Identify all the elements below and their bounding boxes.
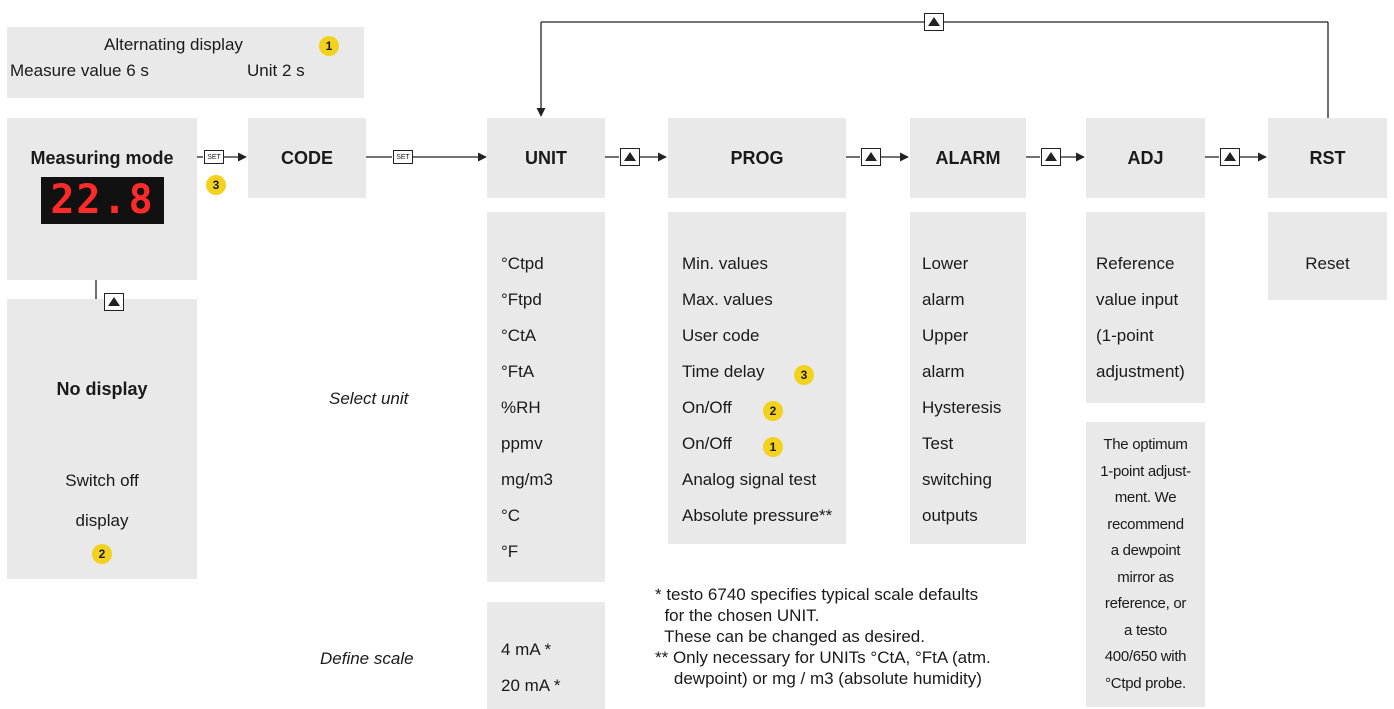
unit-duration-label: Unit 2 s xyxy=(247,61,305,80)
alarm-menu[interactable]: ALARM xyxy=(910,118,1026,198)
adj-note-line: a testo xyxy=(1124,621,1167,639)
alarm-option[interactable]: alarm xyxy=(922,290,965,309)
unit-option[interactable]: °C xyxy=(501,506,521,525)
unit-option[interactable]: %RH xyxy=(501,398,541,417)
up-key-icon xyxy=(861,148,881,166)
adj-note-line: a dewpoint xyxy=(1110,542,1181,559)
prog-option[interactable]: Min. values xyxy=(682,254,768,273)
adj-note-line: 1-point adjust- xyxy=(1100,462,1191,480)
adj-note-line: °Ctpd probe. xyxy=(1105,674,1186,692)
footnotes: * testo 6740 specifies typical scale def… xyxy=(655,584,991,689)
rst-menu[interactable]: RST xyxy=(1268,118,1387,198)
footnote-line: for the chosen UNIT. xyxy=(655,606,820,625)
adj-note-line: ment. We xyxy=(1114,489,1177,506)
badge-3: 3 xyxy=(206,175,226,195)
rst-option[interactable]: Reset xyxy=(1305,254,1350,273)
measuring-mode-title: Measuring mode xyxy=(30,148,174,168)
alarm-menu-title: ALARM xyxy=(935,148,1001,168)
up-key-icon xyxy=(1220,148,1240,166)
up-key-icon xyxy=(620,148,640,166)
prog-option[interactable]: On/Off xyxy=(682,398,732,417)
prog-option[interactable]: Absolute pressure** xyxy=(682,506,833,525)
led-display: 22.8 xyxy=(41,177,164,224)
unit-option[interactable]: mg/m3 xyxy=(501,470,553,489)
alarm-options-panel: Lower alarm Upper alarm Hysteresis Test … xyxy=(910,212,1026,544)
led-readout: 22.8 xyxy=(50,177,155,223)
define-scale-label: Define scale xyxy=(320,649,414,668)
rst-options-panel: Reset xyxy=(1268,212,1387,300)
set-key-icon: SET xyxy=(393,150,413,164)
footnote-line: These can be changed as desired. xyxy=(655,627,925,646)
set-key-icon: SET xyxy=(204,150,224,164)
alarm-option[interactable]: switching xyxy=(922,470,992,489)
alarm-option[interactable]: Upper xyxy=(922,326,969,345)
footnote-line: * testo 6740 specifies typical scale def… xyxy=(655,585,979,604)
adj-note-line: mirror as xyxy=(1117,568,1174,586)
prog-menu-title: PROG xyxy=(730,148,784,168)
prog-option[interactable]: User code xyxy=(682,326,760,345)
prog-option[interactable]: On/Off xyxy=(682,434,732,453)
code-menu-title: CODE xyxy=(280,148,333,168)
footnote-line: dewpoint) or mg / m3 (absolute humidity) xyxy=(655,669,982,688)
prog-options-panel: Min. values Max. values User code Time d… xyxy=(668,212,846,544)
up-key-icon xyxy=(924,13,944,31)
badge-1: 1 xyxy=(763,437,783,457)
measure-value-label: Measure value 6 s xyxy=(10,61,149,80)
display-label: display xyxy=(75,511,129,530)
alarm-option[interactable]: outputs xyxy=(922,506,978,525)
alarm-option[interactable]: Test xyxy=(922,434,954,453)
badge-2: 2 xyxy=(92,544,112,564)
unit-menu-title: UNIT xyxy=(525,148,567,168)
adj-note-line: recommend xyxy=(1107,515,1184,533)
unit-option[interactable]: °F xyxy=(501,542,519,561)
switch-off-label: Switch off xyxy=(65,471,139,490)
unit-option[interactable]: °Ctpd xyxy=(501,254,544,273)
alarm-option[interactable]: Lower xyxy=(922,254,969,273)
prog-option[interactable]: Max. values xyxy=(682,290,773,309)
up-key-icon xyxy=(1041,148,1061,166)
adj-menu[interactable]: ADJ xyxy=(1086,118,1205,198)
alternating-display-title: Alternating display xyxy=(104,35,243,54)
unit-options-panel: °Ctpd °Ftpd °CtA °FtA %RH ppmv mg/m3 °C … xyxy=(487,212,605,582)
adj-note-line: The optimum xyxy=(1103,436,1188,453)
adj-note-line: reference, or xyxy=(1104,595,1187,612)
adj-menu-title: ADJ xyxy=(1127,148,1164,168)
rst-menu-title: RST xyxy=(1309,148,1346,168)
adj-option[interactable]: Reference xyxy=(1096,254,1175,273)
unit-menu[interactable]: UNIT xyxy=(487,118,605,198)
scale-option[interactable]: 20 mA * xyxy=(501,676,561,695)
badge-1: 1 xyxy=(319,36,339,56)
badge-2: 2 xyxy=(763,401,783,421)
alarm-option[interactable]: alarm xyxy=(922,362,965,381)
unit-option[interactable]: ppmv xyxy=(501,434,543,453)
prog-option[interactable]: Time delay xyxy=(682,362,765,381)
no-display-panel: No display Switch off display 2 xyxy=(7,299,197,579)
alarm-option[interactable]: Hysteresis xyxy=(922,398,1002,417)
unit-option[interactable]: °FtA xyxy=(501,362,535,381)
adj-note-panel: The optimum 1-point adjust- ment. We rec… xyxy=(1086,422,1205,707)
scale-options-panel: 4 mA * 20 mA * xyxy=(487,602,605,709)
scale-option[interactable]: 4 mA * xyxy=(501,640,552,659)
alternating-display-panel: Alternating display 1 Measure value 6 s … xyxy=(7,27,364,98)
unit-option[interactable]: °Ftpd xyxy=(501,290,542,309)
no-display-title: No display xyxy=(56,379,148,399)
select-unit-label: Select unit xyxy=(329,389,409,408)
adj-option[interactable]: adjustment) xyxy=(1096,362,1185,381)
adj-option[interactable]: (1-point xyxy=(1096,326,1154,345)
footnote-line: ** Only necessary for UNITs °CtA, °FtA (… xyxy=(655,648,991,667)
code-menu[interactable]: CODE xyxy=(248,118,366,198)
adj-note-line: 400/650 with xyxy=(1104,648,1187,665)
prog-menu[interactable]: PROG xyxy=(668,118,846,198)
prog-option[interactable]: Analog signal test xyxy=(682,470,817,489)
adj-option[interactable]: value input xyxy=(1096,290,1179,309)
unit-option[interactable]: °CtA xyxy=(501,326,537,345)
adj-options-panel: Reference value input (1-point adjustmen… xyxy=(1086,212,1205,403)
up-key-icon xyxy=(104,293,124,311)
measuring-mode-panel: Measuring mode 22.8 xyxy=(7,118,197,280)
badge-3: 3 xyxy=(794,365,814,385)
